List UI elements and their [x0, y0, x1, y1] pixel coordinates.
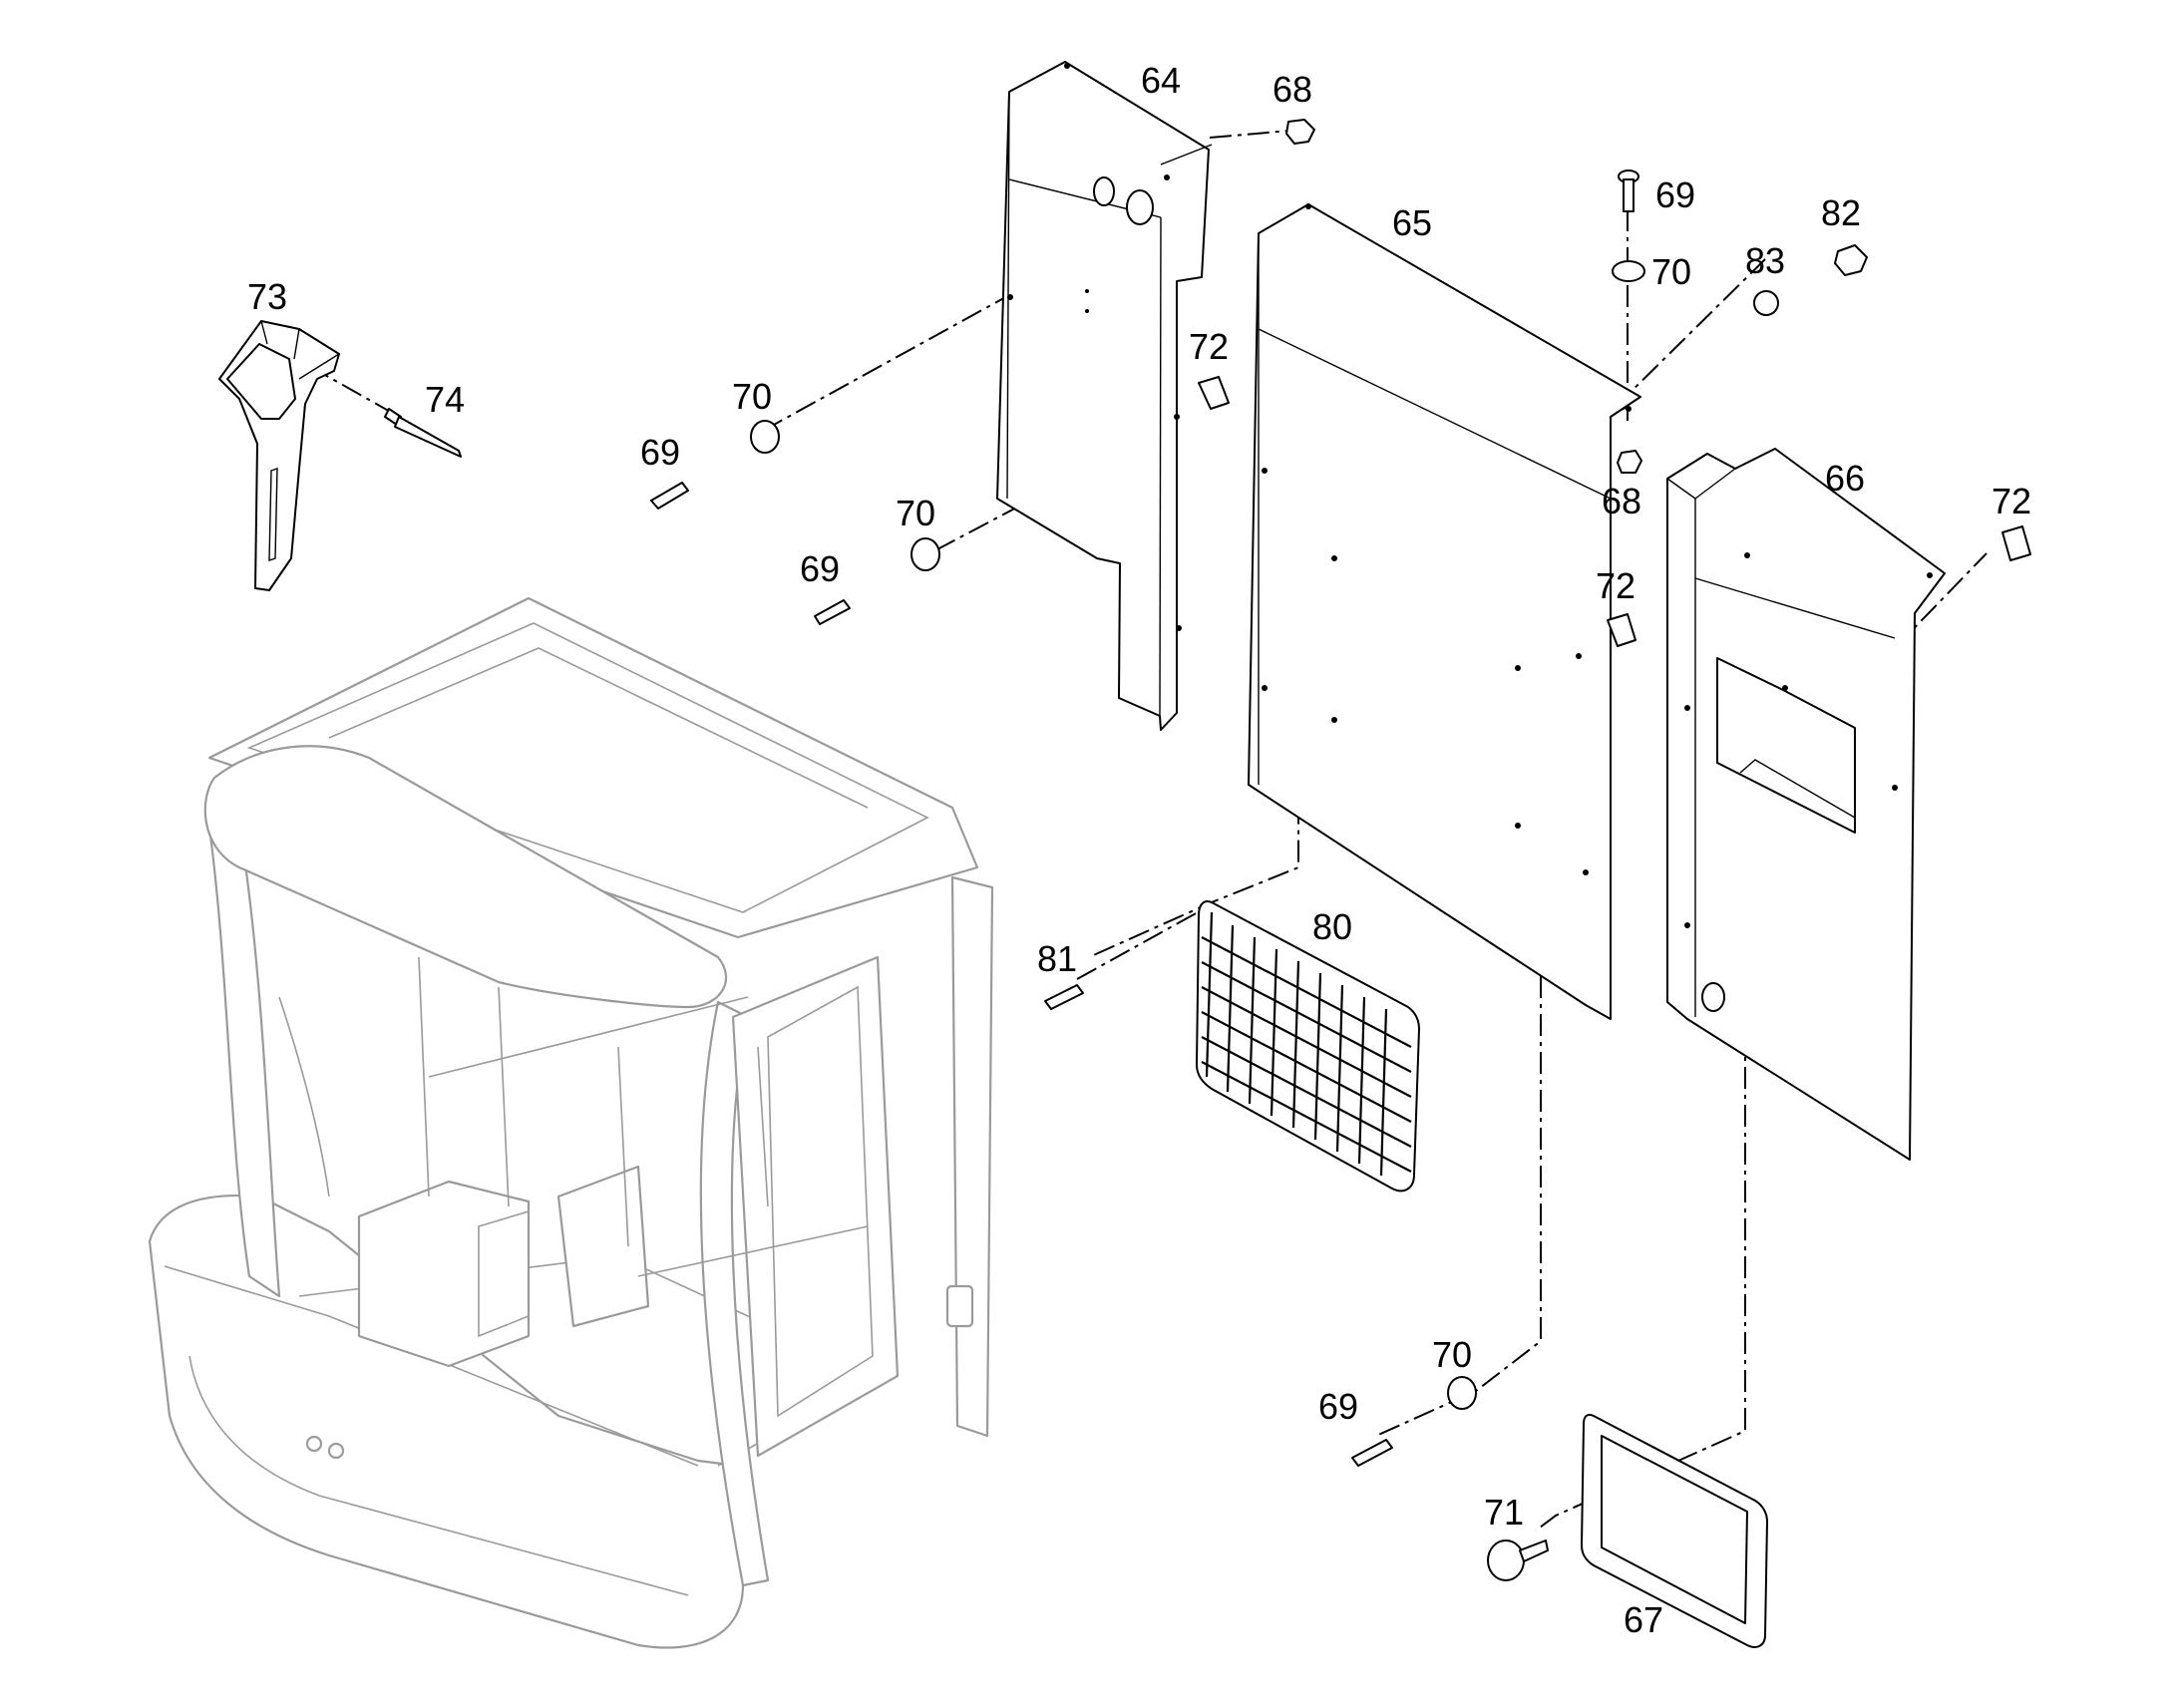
- part-70-washer-c: [1447, 1376, 1477, 1410]
- callout-80: 80: [1312, 906, 1352, 947]
- callout-70-b: 70: [896, 493, 935, 533]
- hardware: [384, 119, 2031, 1581]
- part-72-clip-b: [1607, 613, 1636, 647]
- callout-67: 67: [1624, 1599, 1663, 1640]
- callout-71: 71: [1484, 1492, 1524, 1533]
- callout-69-a: 69: [640, 432, 680, 473]
- callout-70-c: 70: [1432, 1334, 1472, 1375]
- callout-81: 81: [1037, 938, 1077, 979]
- part-74-screw: [384, 408, 462, 458]
- callout-69-c: 69: [1318, 1386, 1358, 1427]
- callout-82: 82: [1821, 192, 1861, 233]
- part-82-nut: [1834, 244, 1868, 276]
- callout-65: 65: [1392, 202, 1432, 243]
- callout-72-a: 72: [1189, 326, 1229, 367]
- part-71-knob: [1487, 1539, 1549, 1581]
- part-65-rear-panel: [1248, 203, 1641, 1020]
- part-81-screw: [1044, 984, 1084, 1010]
- part-69-screw-b: [814, 599, 851, 625]
- callout-69-b: 69: [800, 548, 840, 589]
- callout-83: 83: [1745, 240, 1785, 281]
- part-68-nut-top: [1285, 119, 1315, 145]
- callout-64: 64: [1141, 60, 1181, 101]
- callout-68-top: 68: [1272, 69, 1312, 110]
- part-69-screw-top: [1618, 170, 1639, 212]
- part-83-washer: [1753, 290, 1779, 316]
- part-70-washer-a: [750, 420, 780, 454]
- part-68-nut-mid: [1617, 450, 1642, 474]
- callout-72-b: 72: [1596, 565, 1635, 606]
- part-69-screw-c: [1351, 1439, 1393, 1467]
- part-80-mesh-grille: [1196, 900, 1420, 1193]
- part-64-left-panel: [996, 61, 1213, 731]
- callout-66: 66: [1825, 458, 1865, 499]
- callout-labels: 64 65 66 67 68 68 69 69 69 69 70 70 70 7…: [247, 60, 2031, 1640]
- callout-73: 73: [247, 276, 287, 317]
- part-66-right-panel: [1666, 448, 1946, 1161]
- part-72-clip-a: [1198, 376, 1230, 410]
- part-72-clip-c: [2001, 525, 2031, 561]
- callout-70-a: 70: [732, 376, 772, 417]
- part-70-washer-b: [910, 537, 940, 571]
- callout-70-top: 70: [1651, 251, 1691, 292]
- part-69-screw-a: [650, 482, 689, 510]
- callout-69-top: 69: [1655, 174, 1695, 215]
- operator-cab: [148, 596, 994, 1649]
- callout-74: 74: [425, 379, 465, 420]
- callout-72-c: 72: [1992, 481, 2031, 521]
- part-73-grip-handle: [218, 320, 340, 591]
- part-67-frame: [1581, 1413, 1768, 1648]
- callout-68-mid: 68: [1602, 481, 1641, 521]
- part-70-washer-top: [1612, 260, 1645, 282]
